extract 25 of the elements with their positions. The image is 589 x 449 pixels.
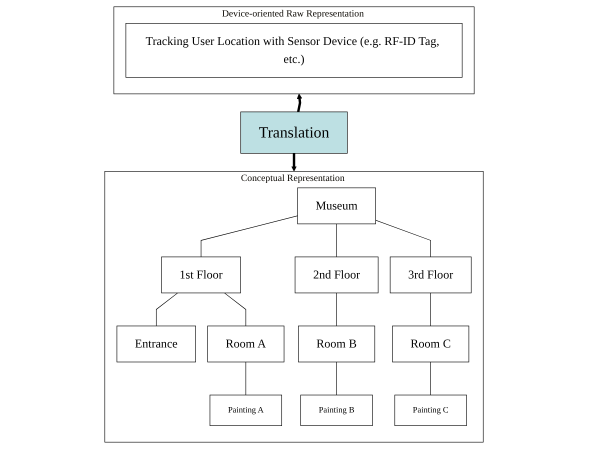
connector xyxy=(430,292,432,326)
node-box: Tracking User Location with Sensor Device (e.g. RF-ID Tag, etc.) xyxy=(126,23,463,78)
connector xyxy=(156,292,178,326)
node-box: 1st Floor xyxy=(162,256,242,294)
node-box: Translation xyxy=(240,112,348,154)
node-box: 2nd Floor xyxy=(295,256,379,294)
connector xyxy=(430,362,432,396)
connector xyxy=(336,224,338,258)
node-box: Entrance xyxy=(117,326,196,362)
node-box: Painting B xyxy=(300,394,374,426)
node-box: Painting C xyxy=(394,394,468,426)
connector xyxy=(246,362,247,396)
node-box: 3rd Floor xyxy=(390,256,472,294)
connector xyxy=(336,292,338,326)
connector xyxy=(224,292,247,326)
arrow xyxy=(292,153,298,172)
node-box: Room B xyxy=(298,326,376,362)
connector xyxy=(336,362,338,396)
node-box: Museum xyxy=(298,188,376,224)
connector xyxy=(201,216,298,258)
arrow xyxy=(297,94,303,112)
connector xyxy=(376,220,432,258)
node-box: Painting A xyxy=(210,394,282,426)
node-box: Room A xyxy=(208,326,285,362)
node-box: Room C xyxy=(392,326,470,362)
